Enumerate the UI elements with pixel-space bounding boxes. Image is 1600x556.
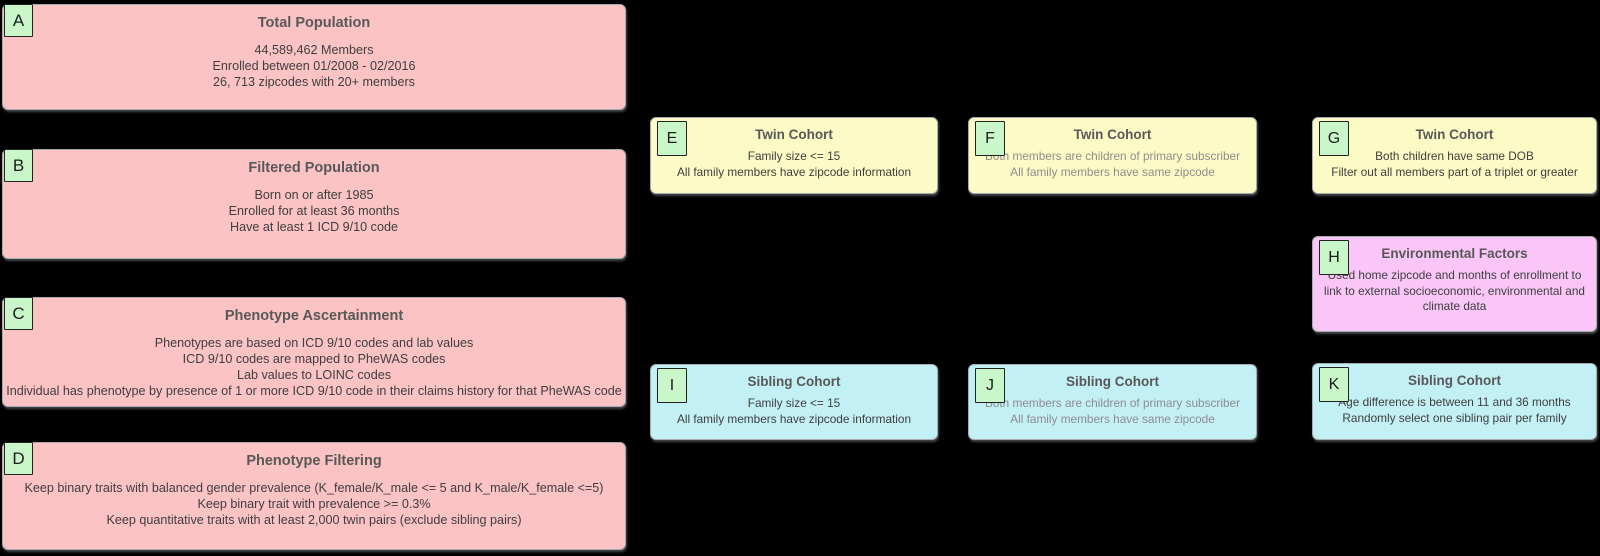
node-letter-badge: A xyxy=(4,4,33,37)
node-phenotype-ascertainment: C Phenotype Ascertainment Phenotypes are… xyxy=(2,297,626,407)
node-body-line: Born on or after 1985 xyxy=(254,188,374,202)
node-title: Twin Cohort xyxy=(1073,127,1152,142)
node-title: Sibling Cohort xyxy=(1408,373,1501,388)
node-body-line: Phenotypes are based on ICD 9/10 codes a… xyxy=(154,336,474,350)
node-title: Environmental Factors xyxy=(1381,246,1528,261)
node-body-line: 26, 713 zipcodes with 20+ members xyxy=(213,75,415,89)
node-twin-cohort-g: G Twin Cohort Both children have same DO… xyxy=(1312,117,1597,194)
node-body: Keep binary traits with balanced gender … xyxy=(3,480,625,528)
node-letter-badge: J xyxy=(975,368,1005,403)
node-body-line: Individual has phenotype by presence of … xyxy=(6,384,622,398)
node-body: Both members are children of primary sub… xyxy=(969,149,1256,180)
node-letter-badge: F xyxy=(975,121,1005,156)
node-phenotype-filtering: D Phenotype Filtering Keep binary traits… xyxy=(2,442,626,550)
node-body-line: Lab values to LOINC codes xyxy=(236,368,391,382)
node-body-line: Enrolled between 01/2008 - 02/2016 xyxy=(212,59,416,73)
node-body-line: Keep binary traits with balanced gender … xyxy=(24,481,604,495)
node-body-line: Age difference is between 11 and 36 mont… xyxy=(1338,395,1571,409)
node-body-line: Keep quantitative traits with at least 2… xyxy=(106,513,522,527)
node-letter-badge: D xyxy=(4,442,33,475)
node-body-line: Family size <= 15 xyxy=(747,149,841,163)
node-letter-badge: C xyxy=(4,297,33,330)
node-title: Phenotype Filtering xyxy=(246,453,382,469)
node-title: Twin Cohort xyxy=(755,127,833,142)
node-body: Both members are children of primary sub… xyxy=(969,396,1256,427)
node-body-line: Enrolled for at least 36 months xyxy=(228,204,400,218)
node-body-line: Randomly select one sibling pair per fam… xyxy=(1342,410,1567,425)
node-letter-badge: K xyxy=(1319,367,1349,402)
node-environmental-factors: H Environmental Factors Used home zipcod… xyxy=(1312,236,1597,332)
node-letter-badge: G xyxy=(1319,121,1349,156)
node-body-line: Keep binary trait with prevalence >= 0.3… xyxy=(197,497,431,511)
node-body-line: All family members have same zipcode xyxy=(1010,164,1215,179)
node-title: Phenotype Ascertainment xyxy=(224,308,404,324)
node-body: Phenotypes are based on ICD 9/10 codes a… xyxy=(3,335,625,399)
node-body-line: 44,589,462 Members xyxy=(254,43,374,57)
node-body: Used home zipcode and months of enrollme… xyxy=(1318,268,1591,315)
node-title: Total Population xyxy=(257,15,371,31)
node-body-line: Used home zipcode and months of enrollme… xyxy=(1324,268,1585,313)
node-filtered-population: B Filtered Population Born on or after 1… xyxy=(2,149,626,259)
node-title: Twin Cohort xyxy=(1415,127,1494,142)
node-body-line: Filter out all members part of a triplet… xyxy=(1331,164,1578,179)
node-body-line: Both children have same DOB xyxy=(1375,149,1534,163)
node-title: Sibling Cohort xyxy=(747,374,841,389)
node-letter-badge: I xyxy=(657,368,687,403)
node-body: Age difference is between 11 and 36 mont… xyxy=(1313,395,1596,426)
node-title: Filtered Population xyxy=(248,160,380,176)
node-body-line: Family size <= 15 xyxy=(747,396,841,410)
node-letter-badge: B xyxy=(4,149,33,182)
node-body-line: All family members have zipcode informat… xyxy=(676,411,912,426)
node-title: Sibling Cohort xyxy=(1066,374,1159,389)
node-body-line: ICD 9/10 codes are mapped to PheWAS code… xyxy=(182,352,446,366)
node-sibling-cohort-k: K Sibling Cohort Age difference is betwe… xyxy=(1312,363,1597,440)
node-body-line: All family members have zipcode informat… xyxy=(676,164,912,179)
node-sibling-cohort-j: J Sibling Cohort Both members are childr… xyxy=(968,364,1257,440)
node-body-line: All family members have same zipcode xyxy=(1010,411,1215,426)
node-body-line: Have at least 1 ICD 9/10 code xyxy=(229,220,398,234)
node-body-line: Both members are children of primary sub… xyxy=(984,149,1241,163)
node-twin-cohort-f: F Twin Cohort Both members are children … xyxy=(968,117,1257,194)
node-letter-badge: H xyxy=(1319,240,1349,275)
node-body-line: Both members are children of primary sub… xyxy=(984,396,1241,410)
node-letter-badge: E xyxy=(657,121,687,156)
